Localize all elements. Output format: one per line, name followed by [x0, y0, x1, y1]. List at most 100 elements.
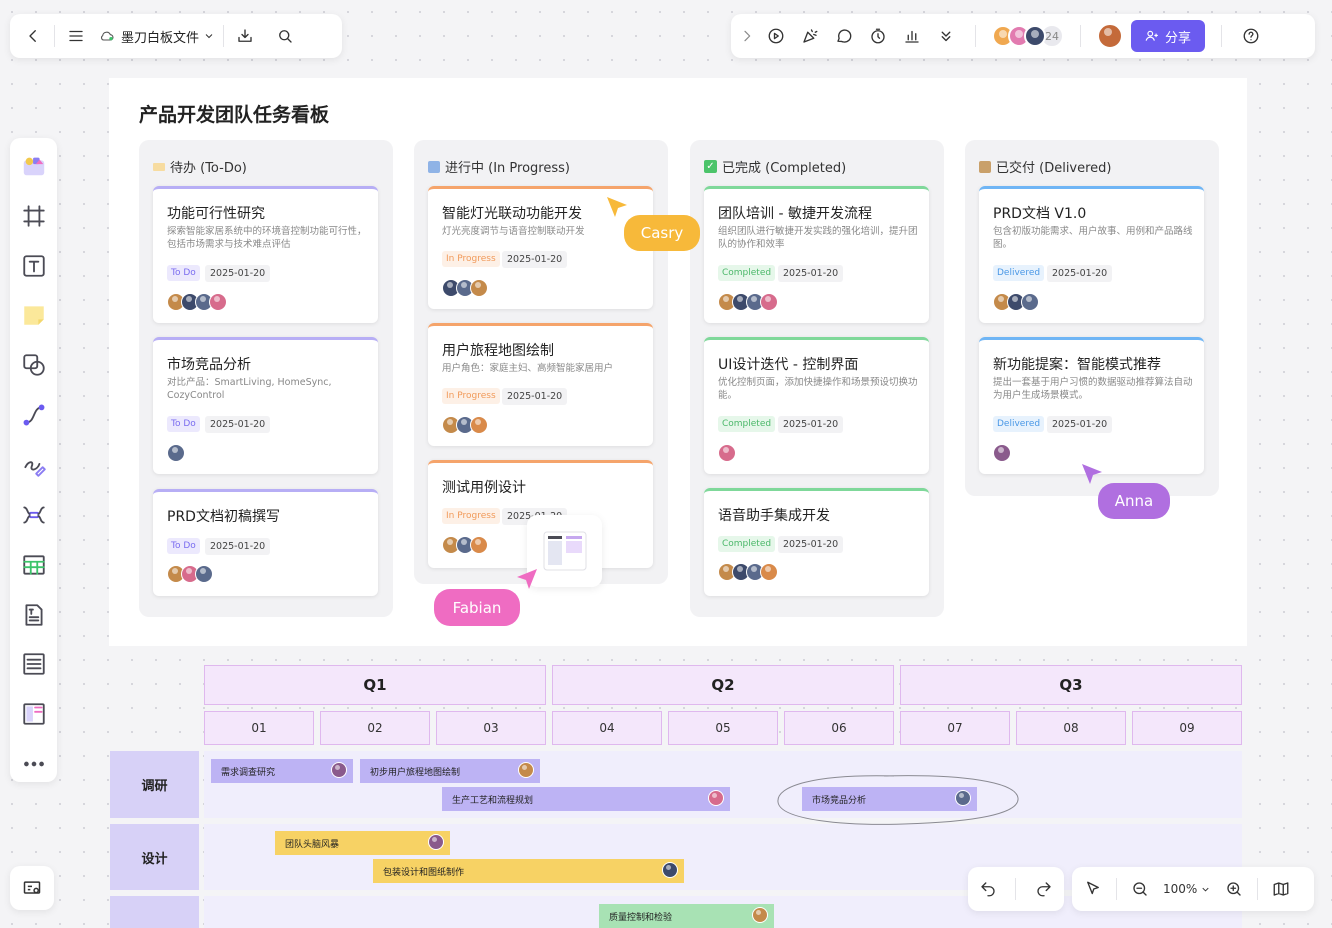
menu-button[interactable] — [63, 23, 89, 49]
text-tool[interactable] — [18, 248, 50, 284]
select-tool-button[interactable] — [1080, 876, 1106, 902]
celebrate-button[interactable] — [797, 23, 823, 49]
status-tag: Delivered — [993, 416, 1045, 432]
status-tag: Completed — [718, 265, 776, 281]
cursor-label-fabian: Fabian — [434, 589, 520, 626]
undo-button[interactable] — [975, 876, 1001, 902]
timeline-bar[interactable]: 团队头脑风暴 — [275, 831, 450, 855]
quarter-header: Q2 — [552, 665, 894, 705]
due-date: 2025-01-20 — [778, 416, 844, 433]
assignee-avatars — [993, 293, 1039, 311]
more-tools[interactable] — [18, 746, 50, 782]
month-header: 06 — [784, 711, 894, 745]
quarter-header: Q3 — [900, 665, 1242, 705]
divider — [1015, 878, 1017, 900]
status-tag: In Progress — [442, 251, 500, 267]
package-icon — [979, 160, 991, 173]
vote-button[interactable] — [899, 23, 925, 49]
column-header: ✓ 已完成 (Completed) — [704, 157, 846, 176]
due-date: 2025-01-20 — [205, 416, 271, 433]
task-card[interactable]: 团队培训 - 敏捷开发流程 组织团队进行敏捷开发实践的强化培训，提升团队的协作和… — [704, 186, 929, 323]
layout-icon — [22, 703, 45, 725]
task-card[interactable]: PRD文档初稿撰写 To Do 2025-01-20 — [153, 489, 378, 596]
divider — [975, 25, 976, 47]
column-in-progress: 进行中 (In Progress) 智能灯光联动功能开发 灯光亮度调节与语音控制… — [414, 140, 668, 584]
task-card[interactable]: 用户旅程地图绘制 用户角色：家庭主妇、高频智能家居用户 In Progress … — [428, 323, 653, 446]
redo-icon — [1037, 882, 1051, 897]
import-button[interactable] — [232, 23, 258, 49]
task-card[interactable]: 新功能提案：智能模式推荐 提出一套基于用户习惯的数据驱动推荐算法自动为用户生成场… — [979, 337, 1204, 474]
timer-button[interactable] — [865, 23, 891, 49]
month-header: 03 — [436, 711, 546, 745]
card-title: 智能灯光联动功能开发 — [442, 206, 582, 222]
layout-tool[interactable] — [18, 696, 50, 732]
sticky-note-tool[interactable] — [18, 298, 50, 334]
timeline-bar[interactable]: 质量控制和检验 — [599, 904, 774, 928]
task-card[interactable]: PRD文档 V1.0 包含初版功能需求、用户故事、用例和产品路线图。 Deliv… — [979, 186, 1204, 323]
table-icon — [22, 555, 45, 575]
zoom-in-icon — [1227, 882, 1241, 896]
tool-rail — [10, 138, 57, 782]
cursor-label-casry: Casry — [624, 215, 700, 251]
due-date: 2025-01-20 — [205, 265, 271, 282]
redo-button[interactable] — [1031, 876, 1057, 902]
card-title: PRD文档初稿撰写 — [167, 509, 280, 525]
avatar — [708, 790, 724, 806]
timeline-bar[interactable]: 市场竞品分析 — [802, 787, 977, 811]
chevron-down-icon — [205, 34, 213, 39]
pen-tool[interactable] — [18, 447, 50, 483]
cursor-label-anna: Anna — [1098, 483, 1170, 519]
column-title: 已完成 (Completed) — [722, 161, 847, 176]
double-chevron-down-icon — [941, 31, 951, 42]
refresh-icon — [428, 160, 440, 173]
help-button[interactable] — [1238, 23, 1264, 49]
task-card[interactable]: 市场竞品分析 对比产品：SmartLiving, HomeSync, CozyC… — [153, 337, 378, 474]
back-button[interactable] — [20, 23, 46, 49]
shapes-icon — [22, 354, 45, 376]
current-user-avatar[interactable] — [1097, 23, 1123, 49]
map-view-button[interactable] — [1268, 876, 1294, 902]
divider — [1080, 25, 1081, 47]
list-tool[interactable] — [18, 646, 50, 682]
timeline-row-label — [110, 896, 199, 928]
avatar — [518, 762, 534, 778]
quarter-header: Q1 — [204, 665, 546, 705]
comment-button[interactable] — [831, 23, 857, 49]
timeline-bar[interactable]: 需求调查研究 — [211, 759, 353, 783]
file-name-dropdown[interactable]: 墨刀白板文件 — [97, 27, 215, 46]
templates-tool[interactable] — [18, 148, 50, 184]
task-card[interactable]: 功能可行性研究 探索智能家居系统中的环境音控制功能可行性，包括市场需求与技术难点… — [153, 186, 378, 323]
timeline-bar[interactable]: 生产工艺和流程规划 — [442, 787, 730, 811]
task-card[interactable]: UI设计迭代 - 控制界面 优化控制页面，添加快捷操作和场景预设切换功能。 Co… — [704, 337, 929, 474]
zoom-out-button[interactable] — [1127, 876, 1153, 902]
due-date: 2025-01-20 — [778, 536, 844, 553]
present-button[interactable] — [763, 23, 789, 49]
document-tool[interactable] — [18, 597, 50, 633]
pen-icon — [23, 461, 46, 477]
card-description: 包含初版功能需求、用户故事、用例和产品路线图。 — [993, 226, 1193, 250]
share-button[interactable]: 分享 — [1131, 20, 1206, 52]
card-description: 组织团队进行敏捷开发实践的强化培训，提升团队的协作和效率 — [718, 226, 918, 250]
month-header: 09 — [1132, 711, 1242, 745]
more-tools-button[interactable] — [933, 23, 959, 49]
task-card[interactable]: 语音助手集成开发 Completed 2025-01-20 — [704, 488, 929, 596]
card-description: 优化控制页面，添加快捷操作和场景预设切换功能。 — [718, 377, 918, 401]
collaborator-avatars[interactable]: 24 — [992, 24, 1064, 48]
frame-tool[interactable] — [18, 198, 50, 234]
mindmap-tool[interactable] — [18, 497, 50, 533]
minimap-button[interactable] — [10, 866, 54, 910]
zoom-level-text: 100% — [1163, 882, 1198, 896]
search-button[interactable] — [272, 23, 298, 49]
timeline-bar[interactable]: 初步用户旅程地图绘制 — [360, 759, 540, 783]
status-tag: To Do — [167, 416, 200, 432]
chevron-down-icon — [1202, 887, 1209, 892]
zoom-in-button[interactable] — [1221, 876, 1247, 902]
timeline-bar[interactable]: 包装设计和图纸制作 — [373, 859, 684, 883]
avatar — [760, 563, 778, 581]
connector-tool[interactable] — [18, 397, 50, 433]
shape-tool[interactable] — [18, 347, 50, 383]
collapse-toolbar-button[interactable] — [739, 23, 755, 49]
assignee-avatars — [167, 565, 213, 583]
table-tool[interactable] — [18, 547, 50, 583]
zoom-level-dropdown[interactable]: 100% — [1163, 882, 1211, 896]
